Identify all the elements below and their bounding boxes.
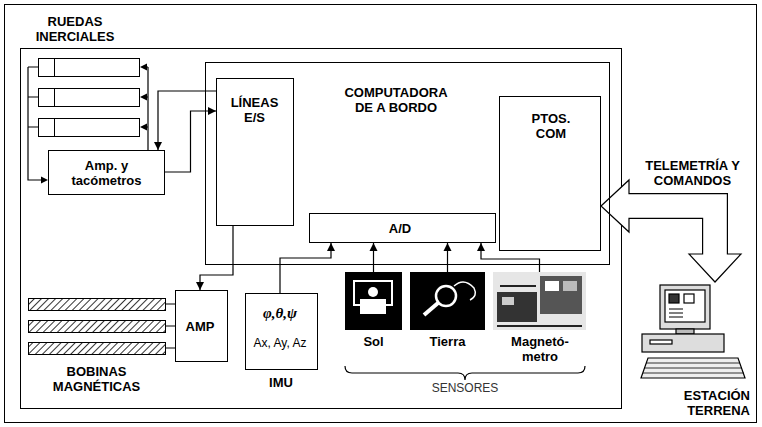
sensor-brace	[345, 366, 585, 380]
satellite-frame	[21, 49, 622, 409]
ground-station: ESTACIÓN TERRENA	[638, 282, 748, 382]
sensor-picture: Magnetó- metro	[493, 272, 586, 330]
sensor-base	[360, 299, 386, 314]
box-text: LÍNEAS E/S	[221, 95, 288, 125]
magnetometer-picture	[493, 272, 586, 330]
group-label: SENSORES	[405, 381, 525, 396]
box-text: A/D	[310, 221, 490, 236]
wire-arrowhead	[41, 177, 48, 184]
tachometer-wire	[28, 67, 42, 180]
arrowhead	[444, 243, 452, 251]
arrowhead	[196, 282, 204, 290]
arrowhead	[370, 243, 378, 251]
box-text: Ax, Ay, Az	[248, 336, 312, 351]
imu-box: φ,θ,ψAx, Ay, AzIMU	[245, 293, 318, 370]
line-path	[481, 243, 540, 272]
group-label: BOBINAS MAGNÉTICAS	[28, 364, 165, 394]
caption-text: Tierra	[410, 334, 485, 349]
wheel-body	[55, 89, 140, 107]
keyboard-keys	[643, 363, 744, 373]
board-part	[540, 276, 582, 314]
signal-line	[165, 107, 216, 172]
signal-line	[154, 91, 216, 150]
sensor-arm	[424, 303, 438, 315]
sensor-picture: Tierra	[410, 272, 485, 330]
sun-sensor-picture	[345, 272, 402, 330]
computer-box: COMPUTADORA DE A BORDO LÍNEAS E/S PTOS. CO…	[205, 62, 610, 265]
arrowhead	[327, 243, 335, 251]
outer-frame	[5, 5, 757, 423]
magnetic-coils	[29, 299, 166, 355]
arrow-fill	[627, 206, 715, 256]
ground-station-picture	[641, 285, 745, 378]
sensor-lens	[368, 287, 378, 297]
caption-text: ESTACIÓN TERRENA	[636, 388, 750, 418]
coil-bar	[29, 321, 166, 333]
arrowhead	[154, 142, 162, 150]
sensor-head	[436, 286, 456, 306]
coil-bar	[29, 299, 166, 311]
coil-bar	[29, 343, 166, 355]
caption-text: IMU	[246, 375, 316, 390]
wheel-motor	[39, 119, 55, 137]
arrowhead	[477, 243, 485, 251]
arrow-head	[601, 180, 629, 232]
caption-text: Sol	[335, 334, 412, 349]
earth-sensor-picture	[410, 272, 485, 330]
screen	[665, 290, 705, 322]
board-chip	[502, 297, 514, 305]
picture-ground	[493, 272, 586, 330]
screen-icon	[684, 294, 694, 303]
io-lines-box: LÍNEAS E/S	[216, 78, 294, 226]
arrow-head	[689, 254, 741, 282]
wheel-body	[55, 119, 140, 137]
adc-box: A/D	[309, 213, 496, 243]
wheel-body	[55, 59, 140, 77]
line-path	[280, 243, 331, 293]
edge-label: TELEMETRÍA Y COMANDOS	[635, 158, 750, 188]
board-part	[497, 292, 537, 322]
amplifier-box: Amp. y tacómetros	[48, 150, 165, 195]
box-text: PTOS. COM	[522, 111, 580, 141]
picture-ground	[345, 272, 402, 330]
screen-icon	[669, 294, 679, 303]
box-text: Amp. y tacómetros	[53, 158, 160, 188]
wire-arrowhead	[140, 124, 147, 131]
caption-text: Magnetó- metro	[505, 334, 575, 364]
wire-arrowhead	[140, 94, 147, 101]
group-label: RUEDAS INERCIALES	[30, 14, 120, 44]
monitor	[660, 285, 710, 329]
com-ports-box: PTOS. COM	[499, 96, 601, 251]
picture-ground	[410, 272, 485, 330]
sensor-cable	[454, 282, 475, 300]
signal-line	[370, 243, 378, 272]
sensor-picture: Sol	[345, 272, 402, 330]
coil-wire	[165, 304, 175, 348]
reaction-wheels	[39, 59, 140, 137]
monitor-stand	[676, 329, 694, 334]
line-path	[165, 111, 216, 172]
wheel-motor	[39, 89, 55, 107]
disk-slot	[650, 340, 672, 344]
telemetry-arrow	[601, 180, 741, 282]
signal-line	[444, 243, 452, 272]
board-chip	[545, 281, 559, 291]
wheel-motor	[39, 59, 55, 77]
wheel-drive-wire	[146, 67, 148, 150]
signal-line	[196, 226, 233, 290]
line-path	[158, 91, 216, 150]
box-text: AMP	[178, 319, 222, 334]
board-trace	[497, 286, 582, 326]
screen-lines	[669, 309, 683, 317]
box-text: COMPUTADORA DE A BORDO	[336, 85, 456, 115]
board-chip	[563, 281, 577, 291]
signal-line	[477, 243, 540, 272]
wire-arrowhead	[140, 64, 147, 71]
computer-case	[642, 334, 724, 352]
box-text: φ,θ,ψ	[248, 304, 312, 322]
keyboard	[641, 358, 745, 378]
amplifier-box: AMP	[175, 290, 228, 362]
signal-line	[280, 243, 335, 293]
arrowhead	[208, 107, 216, 115]
